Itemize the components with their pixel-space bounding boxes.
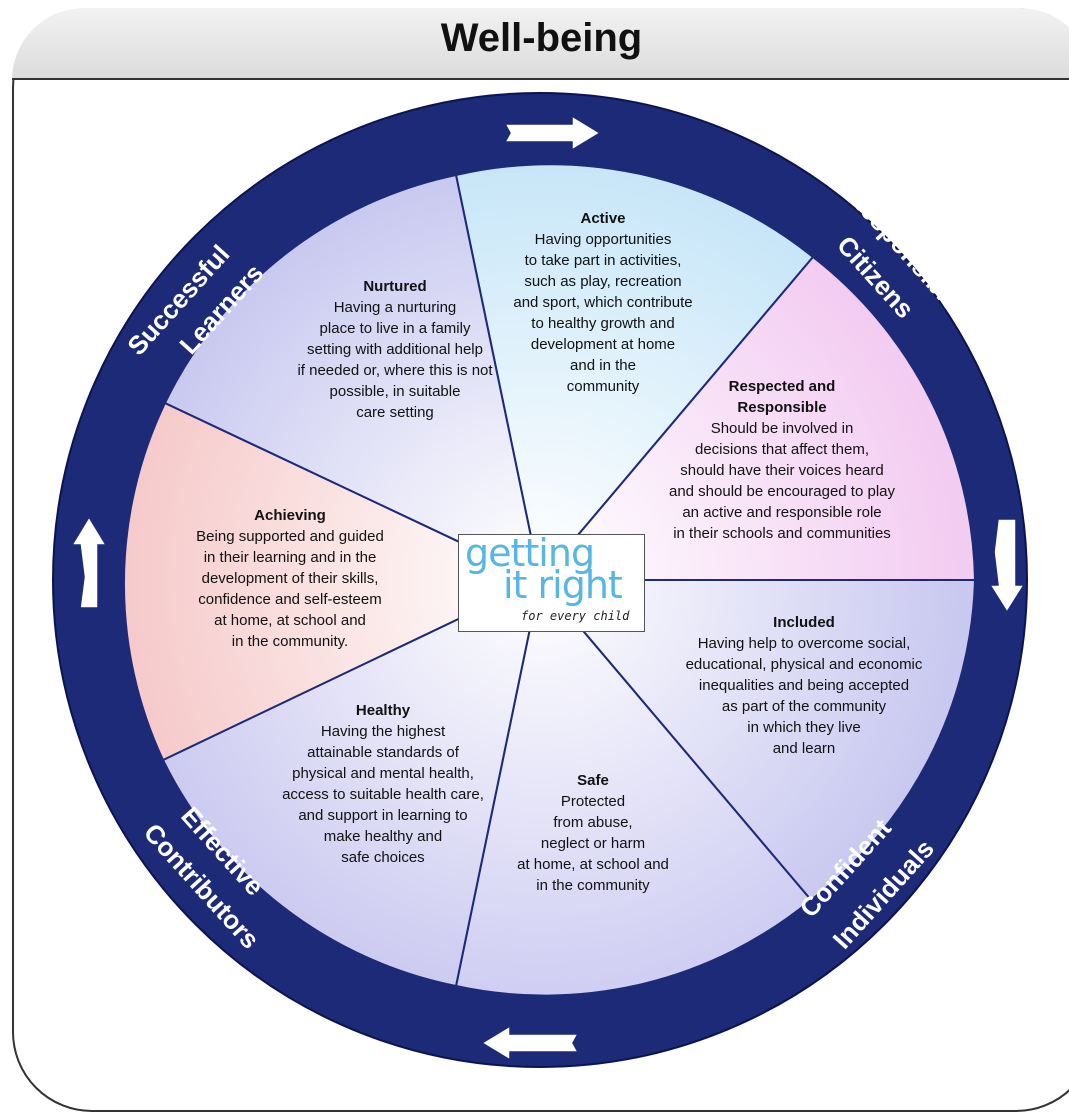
arrow-left-icon: [480, 1024, 580, 1062]
logo-line-3: for every child: [521, 609, 630, 623]
getting-it-right-logo: getting it right for every child: [458, 531, 645, 632]
segment-healthy-text: Healthy Having the highest attainable st…: [258, 700, 508, 868]
segment-body: Having a nurturing place to live in a fa…: [297, 299, 493, 421]
segment-achieving-text: Achieving Being supported and guided in …: [165, 505, 415, 652]
logo-line-1: getting: [465, 531, 595, 575]
segment-active: [454, 163, 815, 583]
segment-body: Should be involved in decisions that aff…: [668, 420, 895, 542]
title-bar: [12, 8, 1069, 80]
segment-safe: [454, 577, 813, 997]
segment-heading: Safe: [577, 772, 609, 789]
segment-included-text: Included Having help to overcome social,…: [654, 612, 954, 759]
segment-active-text: Active Having opportunities to take part…: [478, 208, 728, 397]
logo-line-2: it right: [503, 563, 623, 607]
segment-achieving: [122, 401, 543, 762]
segment-healthy: [161, 578, 542, 988]
segment-heading: Achieving: [254, 507, 326, 524]
segment-body: Having help to overcome social, educatio…: [685, 635, 923, 757]
page-title: Well-being: [440, 16, 643, 60]
segment-nurtured: [163, 173, 542, 582]
segment-safe-text: Safe Protected from abuse, neglect or ha…: [498, 770, 688, 896]
segment-body: Having opportunities to take part in act…: [513, 231, 693, 395]
segment-heading: Respected and Responsible: [728, 378, 836, 416]
segment-heading: Nurtured: [363, 278, 427, 295]
arrow-down-icon: [988, 518, 1026, 614]
segment-heading: Active: [580, 210, 626, 227]
segment-respected: [537, 255, 977, 581]
segment-respected-text: Respected and Responsible Should be invo…: [648, 376, 916, 544]
segment-body: Protected from abuse, neglect or harm at…: [517, 793, 669, 894]
segment-heading: Included: [773, 614, 835, 631]
segment-included: [537, 579, 977, 902]
segment-nurtured-text: Nurtured Having a nurturing place to liv…: [272, 276, 518, 423]
segment-body: Being supported and guided in their lear…: [196, 528, 384, 650]
arrow-up-icon: [70, 515, 108, 609]
arrow-right-icon: [503, 114, 602, 152]
wellbeing-wheel: Successful Learners Responsible Citizens…: [52, 92, 1028, 1068]
segment-heading: Healthy: [355, 702, 411, 719]
segment-body: Having the highest attainable standards …: [282, 723, 484, 866]
